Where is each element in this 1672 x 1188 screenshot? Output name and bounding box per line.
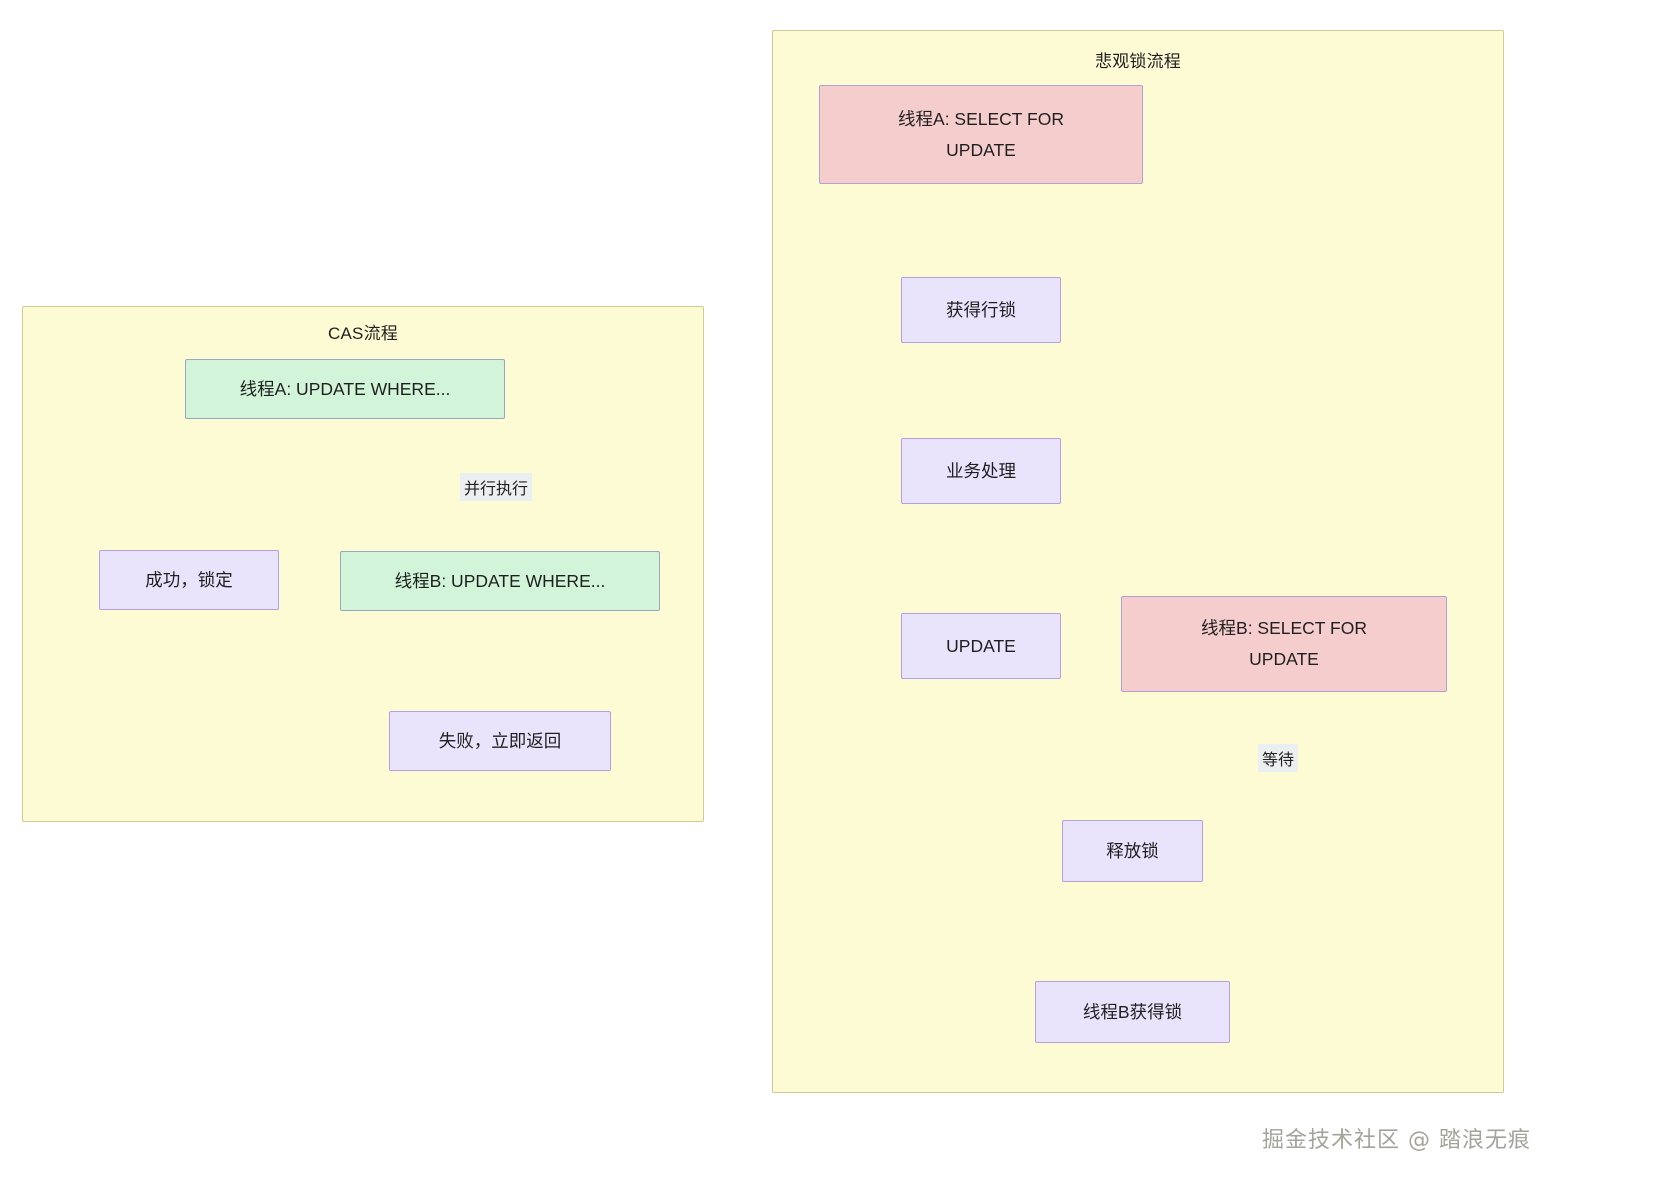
node-cas-b-label: 线程B: UPDATE WHERE...: [394, 570, 606, 591]
watermark: 掘金技术社区 @ 踏浪无痕: [1262, 1128, 1531, 1153]
node-p-a-label: 线程A: SELECT FOR UPDATE: [898, 108, 1064, 160]
edge-label-wait: 等待: [1258, 744, 1299, 772]
node-p-a[interactable]: 线程A: SELECT FOR UPDATE: [819, 85, 1143, 184]
node-p-biz-label: 业务处理: [946, 460, 1016, 481]
node-p-release[interactable]: 释放锁: [1062, 820, 1203, 882]
node-cas-success-label: 成功，锁定: [145, 569, 233, 590]
node-p-update[interactable]: UPDATE: [901, 613, 1061, 679]
node-p-b[interactable]: 线程B: SELECT FOR UPDATE: [1121, 596, 1447, 692]
node-p-bget[interactable]: 线程B获得锁: [1035, 981, 1230, 1043]
node-cas-a[interactable]: 线程A: UPDATE WHERE...: [185, 359, 505, 419]
node-cas-fail[interactable]: 失败，立即返回: [389, 711, 611, 771]
node-p-release-label: 释放锁: [1106, 840, 1159, 861]
node-cas-a-label: 线程A: UPDATE WHERE...: [239, 378, 451, 399]
subgraph-cas-title: CAS流程: [328, 324, 398, 343]
node-cas-fail-label: 失败，立即返回: [438, 730, 562, 751]
node-cas-success[interactable]: 成功，锁定: [99, 550, 279, 610]
node-p-rowlock-label: 获得行锁: [946, 299, 1016, 320]
node-p-biz[interactable]: 业务处理: [901, 438, 1061, 504]
edge-label-parallel: 并行执行: [460, 473, 533, 501]
node-cas-b[interactable]: 线程B: UPDATE WHERE...: [340, 551, 660, 611]
node-p-b-label: 线程B: SELECT FOR UPDATE: [1201, 618, 1367, 669]
node-p-bget-label: 线程B获得锁: [1082, 1001, 1183, 1022]
subgraph-pessimistic: 悲观锁流程: [772, 30, 1504, 1093]
node-p-rowlock[interactable]: 获得行锁: [901, 277, 1061, 343]
subgraph-pessimistic-title: 悲观锁流程: [1095, 52, 1181, 71]
node-p-update-label: UPDATE: [946, 635, 1016, 656]
